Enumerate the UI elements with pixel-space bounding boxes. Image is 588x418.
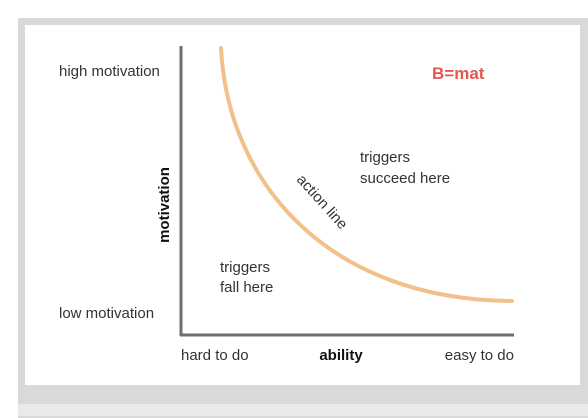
- succeed-region-line1: triggers: [360, 149, 410, 166]
- high-motivation-label: high motivation: [59, 63, 160, 80]
- hard-to-do-label: hard to do: [181, 347, 249, 364]
- easy-to-do-label: easy to do: [445, 347, 514, 364]
- diagram-panel: [25, 25, 580, 385]
- formula-label: B=mat: [432, 64, 485, 83]
- bottom-strip: [18, 404, 588, 416]
- fall-region-line1: triggers: [220, 259, 270, 276]
- action-line-curve: [219, 46, 514, 303]
- fall-region-line2: fall here: [220, 279, 273, 296]
- low-motivation-label: low motivation: [59, 305, 154, 322]
- y-axis-title: motivation: [156, 167, 173, 243]
- succeed-region-line2: succeed here: [360, 170, 450, 187]
- x-axis-title: ability: [319, 347, 363, 364]
